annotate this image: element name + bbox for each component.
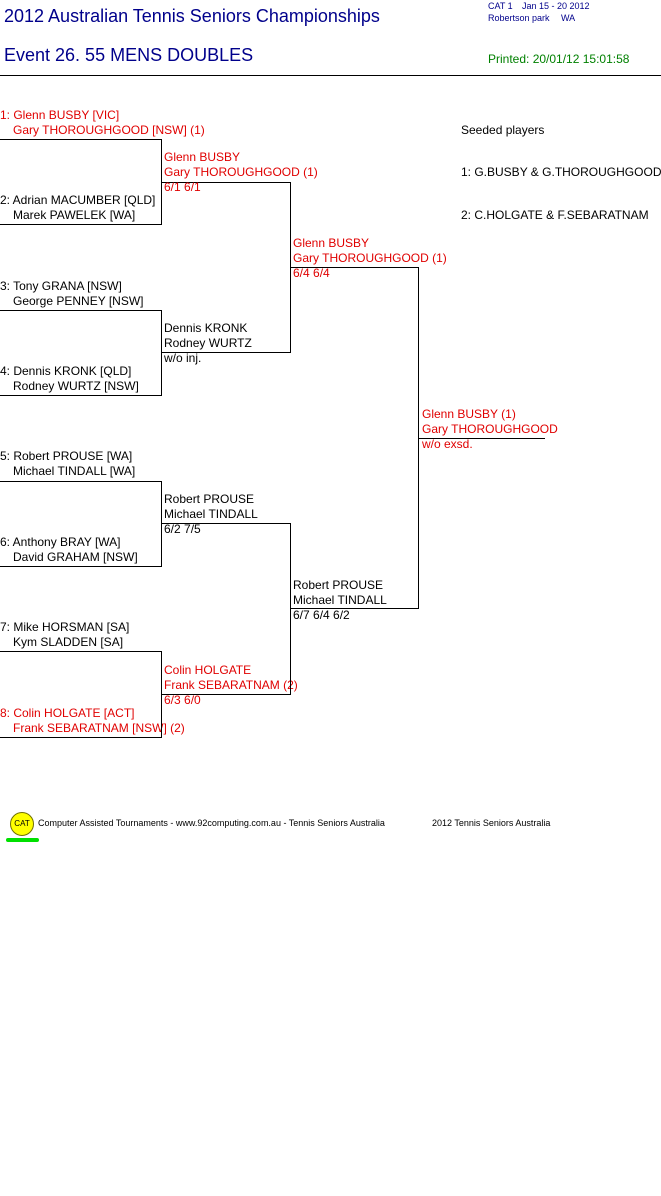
venue-state: WA <box>561 13 576 23</box>
r1-entry-5-player2: Michael TINDALL [WA] <box>13 464 136 478</box>
r1-line-4 <box>0 395 161 396</box>
final-score: w/o exsd. <box>422 437 473 451</box>
r2-match-4-score: 6/3 6/0 <box>164 693 201 707</box>
seed-item-2: 2: C.HOLGATE & F.SEBARATNAM <box>461 208 649 222</box>
r1-line-8 <box>0 737 161 738</box>
r2-match-3-score: 6/2 7/5 <box>164 522 201 536</box>
r2-match-2-score: w/o inj. <box>164 351 202 365</box>
r1-entry-3-player2: George PENNEY [NSW] <box>13 294 144 308</box>
r2-match-1-score: 6/1 6/1 <box>164 180 201 194</box>
sf-match-2-player1: Robert PROUSE <box>293 578 384 592</box>
r1-line-7 <box>0 651 161 652</box>
cat-logo: CAT <box>10 812 34 836</box>
r2-match-1-player1: Glenn BUSBY <box>164 150 241 164</box>
r1-line-5 <box>0 481 161 482</box>
r2-line-4 <box>161 694 291 695</box>
r2-match-3-player1: Robert PROUSE <box>164 492 255 506</box>
r1-entry-4-player2: Rodney WURTZ [NSW] <box>13 379 139 393</box>
event-dates: Jan 15 - 20 2012 <box>522 1 590 11</box>
r1-line-1 <box>0 139 161 140</box>
seeded-players-title: Seeded players <box>461 123 545 137</box>
sf-match-1-player2: Gary THOROUGHGOOD (1) <box>293 251 447 265</box>
r1-line-2 <box>0 224 161 225</box>
sf-match-2-player2: Michael TINDALL <box>293 593 387 607</box>
r1-line-3 <box>0 310 161 311</box>
r1-entry-8-player2: Frank SEBARATNAM [NSW] (2) <box>13 721 185 735</box>
r1-entry-2-player2: Marek PAWELEK [WA] <box>13 208 136 222</box>
tournament-title: 2012 Australian Tennis Seniors Champions… <box>4 6 380 26</box>
sf-line-2 <box>290 608 419 609</box>
r2-match-4-player1: Colin HOLGATE <box>164 663 252 677</box>
final-player2: Gary THOROUGHGOOD <box>422 422 558 436</box>
r1-entry-1-player2: Gary THOROUGHGOOD [NSW] (1) <box>13 123 205 137</box>
category-label: CAT 1 <box>488 1 513 11</box>
sf-line-1 <box>290 267 419 268</box>
r2-match-3-player2: Michael TINDALL <box>164 507 258 521</box>
final-line <box>418 438 545 439</box>
printed-timestamp: Printed: 20/01/12 15:01:58 <box>488 52 630 66</box>
r1-entry-6-player1: 6: Anthony BRAY [WA] <box>0 535 121 549</box>
r1-entry-8-player1: 8: Colin HOLGATE [ACT] <box>0 706 135 720</box>
r1-entry-4-player1: 4: Dennis KRONK [QLD] <box>0 364 132 378</box>
event-title: Event 26. 55 MENS DOUBLES <box>4 45 254 65</box>
r1-entry-7-player2: Kym SLADDEN [SA] <box>13 635 124 649</box>
sf-match-2-score: 6/7 6/4 6/2 <box>293 608 350 622</box>
r2-match-4-player2: Frank SEBARATNAM (2) <box>164 678 298 692</box>
r1-entry-3-player1: 3: Tony GRANA [NSW] <box>0 279 122 293</box>
r1-entry-5-player1: 5: Robert PROUSE [WA] <box>0 449 133 463</box>
r1-entry-7-player1: 7: Mike HORSMAN [SA] <box>0 620 130 634</box>
r2-match-2-player2: Rodney WURTZ <box>164 336 252 350</box>
r1-line-6 <box>0 566 161 567</box>
sf-match-1-player1: Glenn BUSBY <box>293 236 370 250</box>
final-player1: Glenn BUSBY (1) <box>422 407 516 421</box>
r1-entry-1-player1: 1: Glenn BUSBY [VIC] <box>0 108 120 122</box>
r1-entry-6-player2: David GRAHAM [NSW] <box>13 550 138 564</box>
r2-line-3 <box>161 523 291 524</box>
cat-logo-underline <box>6 838 39 842</box>
footer-credit: Computer Assisted Tournaments - www.92co… <box>38 818 385 828</box>
seed-item-1: 1: G.BUSBY & G.THOROUGHGOOD <box>461 165 661 179</box>
r1-entry-2-player1: 2: Adrian MACUMBER [QLD] <box>0 193 156 207</box>
header-divider <box>0 75 661 76</box>
r1-connector-3 <box>161 481 162 567</box>
sf-match-1-score: 6/4 6/4 <box>293 266 330 280</box>
r2-line-1 <box>161 182 291 183</box>
r2-line-2 <box>161 352 291 353</box>
venue-label: Robertson park <box>488 13 550 23</box>
r1-connector-2 <box>161 310 162 396</box>
r2-match-2-player1: Dennis KRONK <box>164 321 248 335</box>
footer-copyright: 2012 Tennis Seniors Australia <box>432 818 551 828</box>
r2-connector-2 <box>290 523 291 695</box>
r2-match-1-player2: Gary THOROUGHGOOD (1) <box>164 165 318 179</box>
